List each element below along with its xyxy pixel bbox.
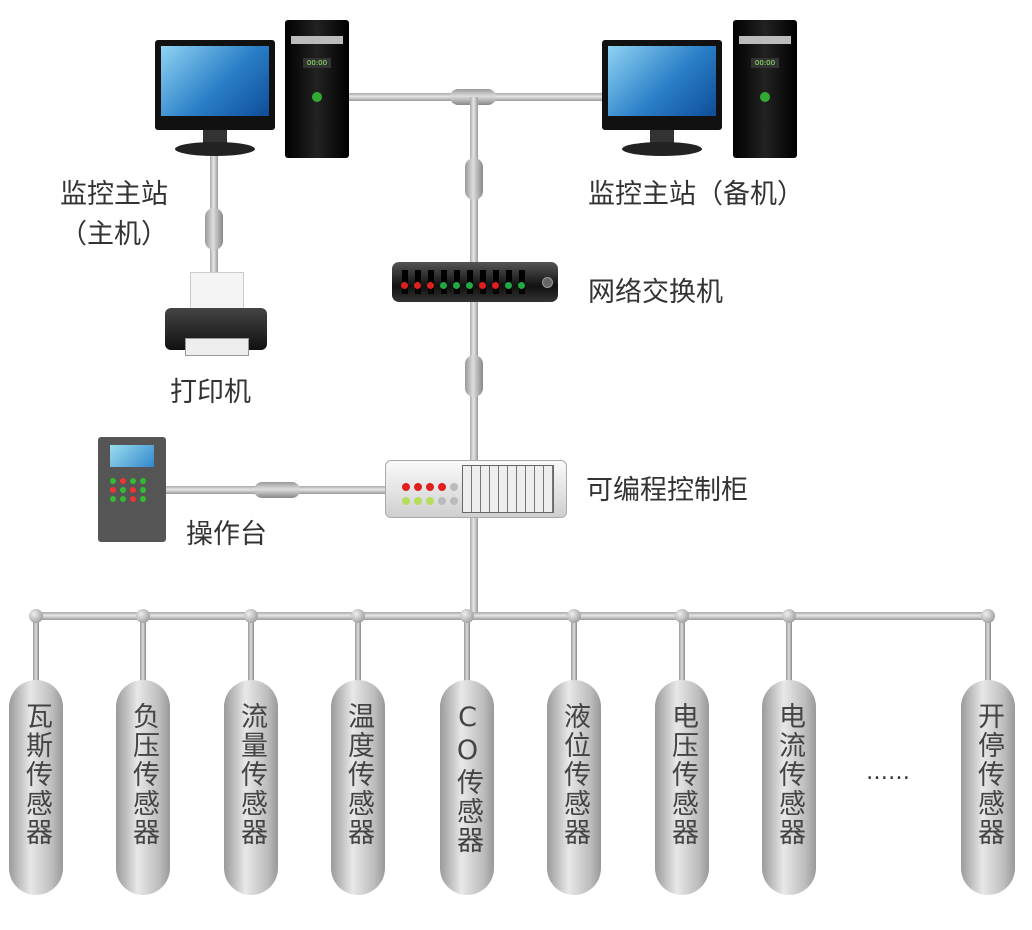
- switch-port: [479, 270, 486, 294]
- sensor-label: CO传感器: [452, 702, 483, 855]
- bus-node: [567, 609, 581, 623]
- switch-port: [401, 270, 408, 294]
- switch-port: [518, 270, 525, 294]
- sensor-capsule: CO传感器: [440, 680, 494, 895]
- sensor-capsule: 电压传感器: [655, 680, 709, 895]
- monitor-backup: [602, 40, 722, 156]
- switch-port: [427, 270, 434, 294]
- sensor-stem: [355, 616, 361, 682]
- pc-display: 00:00: [303, 58, 331, 68]
- bus-node: [675, 609, 689, 623]
- trunk-joint-upper: [465, 158, 483, 200]
- sensor-label: 瓦斯传感器: [21, 702, 52, 847]
- plc-cabinet-label: 可编程控制柜: [586, 475, 748, 506]
- sensor-stem: [464, 616, 470, 682]
- plc-cabinet-icon: [385, 460, 567, 518]
- network-switch-label: 网络交换机: [588, 277, 723, 308]
- sensor-stem: [985, 616, 991, 682]
- sensor-stem: [140, 616, 146, 682]
- trunk-joint-lower: [465, 355, 483, 397]
- main-station-label-1: 监控主站: [60, 179, 168, 210]
- sensor-capsule: 液位传感器: [547, 680, 601, 895]
- sensor-stem: [679, 616, 685, 682]
- port-led: [505, 282, 512, 289]
- network-switch-icon: [392, 262, 558, 302]
- sensor-stem: [786, 616, 792, 682]
- switch-port: [440, 270, 447, 294]
- sensor-label: 流量传感器: [236, 702, 267, 847]
- printer-label: 打印机: [170, 377, 251, 408]
- sensor-stem: [33, 616, 39, 682]
- port-led: [414, 282, 421, 289]
- bus-node: [29, 609, 43, 623]
- port-led: [440, 282, 447, 289]
- sensor-capsule: 开停传感器: [961, 680, 1015, 895]
- switch-port: [453, 270, 460, 294]
- sensor-label: 电流传感器: [774, 702, 805, 847]
- sensor-label: 负压传感器: [128, 702, 159, 847]
- sensor-capsule: 电流传感器: [762, 680, 816, 895]
- sensor-bus: [35, 612, 990, 620]
- sensor-label: 温度传感器: [343, 702, 374, 847]
- port-led: [427, 282, 434, 289]
- sensor-label: 液位传感器: [559, 702, 590, 847]
- power-icon: [760, 92, 770, 102]
- operator-console-icon: [98, 437, 166, 542]
- switch-port: [414, 270, 421, 294]
- monitor-main: [155, 40, 275, 156]
- switch-port: [505, 270, 512, 294]
- bus-node: [244, 609, 258, 623]
- switch-port: [492, 270, 499, 294]
- pc-tower-backup: 00:00: [733, 20, 797, 158]
- printer-link-joint: [205, 208, 223, 250]
- backup-station-label: 监控主站（备机）: [588, 179, 804, 210]
- port-led: [479, 282, 486, 289]
- main-station-label-2: （主机）: [60, 219, 168, 250]
- printer-icon: [165, 272, 267, 362]
- sensor-capsule: 瓦斯传感器: [9, 680, 63, 895]
- sensor-stem: [571, 616, 577, 682]
- bus-node: [136, 609, 150, 623]
- pc-tower-main: 00:00: [285, 20, 349, 158]
- sensor-capsule: 负压传感器: [116, 680, 170, 895]
- port-led: [466, 282, 473, 289]
- bus-node: [782, 609, 796, 623]
- sensor-label: 开停传感器: [973, 702, 1004, 847]
- sensor-label: 电压传感器: [667, 702, 698, 847]
- bus-node: [981, 609, 995, 623]
- port-led: [453, 282, 460, 289]
- port-led: [492, 282, 499, 289]
- switch-port: [466, 270, 473, 294]
- power-icon: [312, 92, 322, 102]
- bus-node: [351, 609, 365, 623]
- pc-display: 00:00: [751, 58, 779, 68]
- port-led: [518, 282, 525, 289]
- sensor-capsule: 温度传感器: [331, 680, 385, 895]
- console-link-joint: [254, 482, 300, 498]
- operator-console-label: 操作台: [186, 519, 267, 550]
- sensor-stem: [248, 616, 254, 682]
- sensor-capsule: 流量传感器: [224, 680, 278, 895]
- ellipsis: ……: [866, 760, 910, 785]
- port-led: [401, 282, 408, 289]
- bus-node: [460, 609, 474, 623]
